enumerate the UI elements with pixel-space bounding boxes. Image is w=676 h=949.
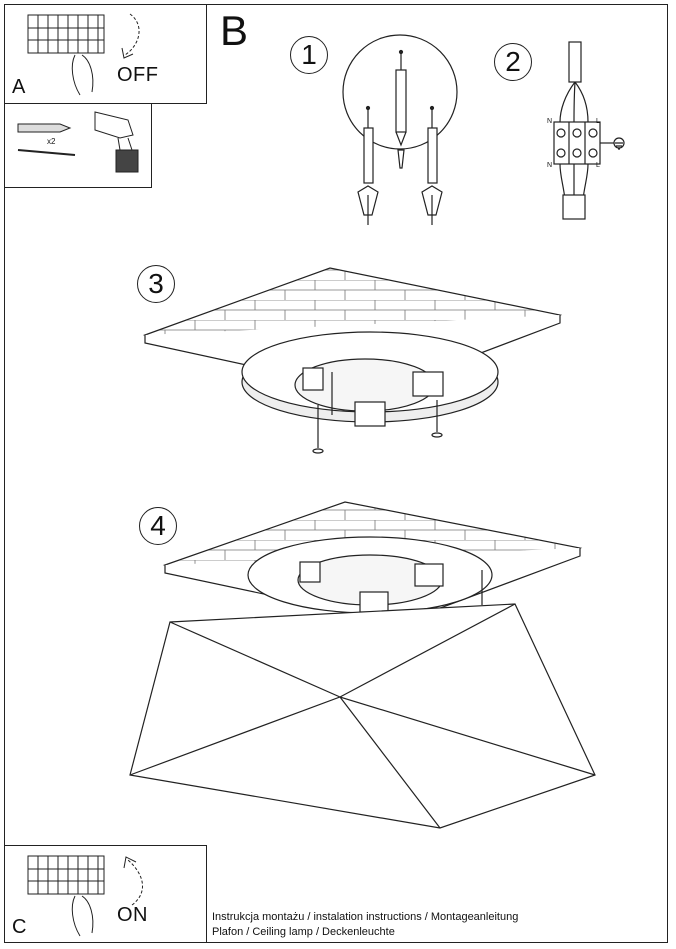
caption-line-2: Plafon / Ceiling lamp / Deckenleuchte xyxy=(212,926,395,938)
section-b-label: B xyxy=(220,7,249,54)
step3-mounting-diagram xyxy=(142,267,563,454)
lamp-socket xyxy=(302,367,324,391)
lamp-socket xyxy=(354,401,386,427)
drill-hole-circle xyxy=(342,34,458,150)
terminal-label-n-top: N xyxy=(547,118,553,125)
terminal-label-l-top: L xyxy=(596,118,600,125)
screw-left xyxy=(357,105,379,225)
step2-wiring-diagram xyxy=(553,41,625,220)
ground-symbol-icon xyxy=(613,137,625,149)
terminal-label-n-bottom: N xyxy=(547,162,553,169)
step-number-3: 3 xyxy=(137,265,175,303)
panel-c-label: C xyxy=(12,916,27,938)
caption-line-1: Instrukcja montażu / instalation instruc… xyxy=(212,911,519,923)
quantity-label: x2 xyxy=(47,137,56,146)
terminal-label-l-bottom: L xyxy=(596,162,600,169)
lamp-shade xyxy=(129,603,596,829)
screw-right xyxy=(421,105,443,225)
step-number-2: 2 xyxy=(494,43,532,81)
page-border xyxy=(4,4,668,943)
step-number-4: 4 xyxy=(139,507,177,545)
screw-top xyxy=(395,49,407,169)
step-number-1: 1 xyxy=(290,36,328,74)
power-on-label: ON xyxy=(117,904,148,926)
lamp-socket xyxy=(412,371,444,397)
panel-a-label: A xyxy=(12,76,26,98)
step1-drill-diagram xyxy=(342,34,458,225)
panel-tools xyxy=(4,103,152,188)
step4-shade-diagram xyxy=(129,501,596,829)
power-off-label: OFF xyxy=(117,64,159,86)
